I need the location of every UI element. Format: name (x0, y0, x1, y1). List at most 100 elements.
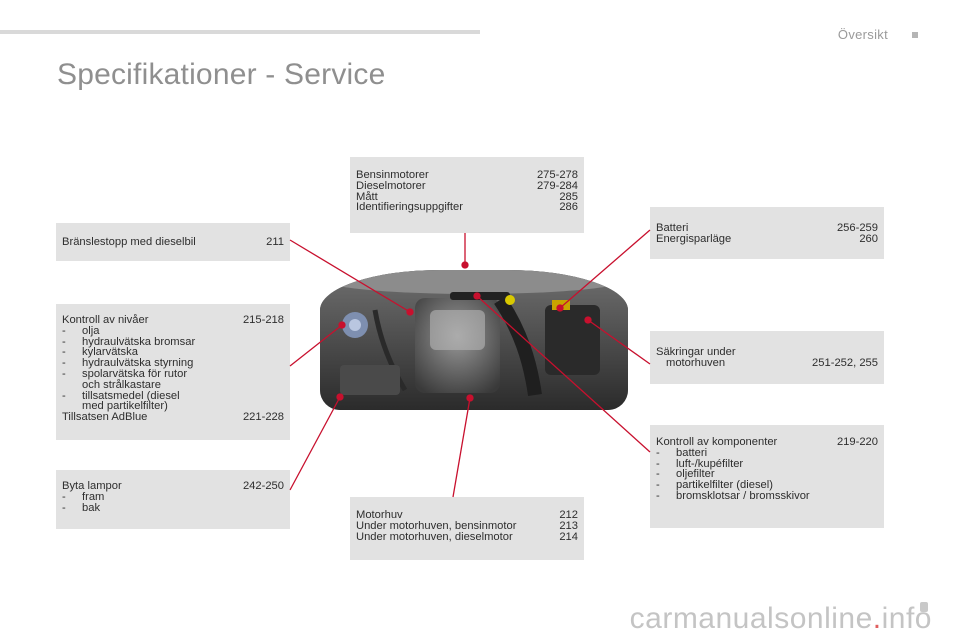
lamps-heading-row: Byta lampor 242-250 (62, 481, 284, 492)
fuses-line1: Säkringar under (656, 346, 736, 358)
components-page: 219-220 (836, 436, 878, 448)
header-rule (0, 30, 480, 34)
list-item-label: fram (82, 490, 105, 503)
hood-row: Under motorhuven, dieselmotor 214 (356, 530, 578, 543)
lamps-page: 242-250 (242, 480, 284, 492)
adblue-row: Tillsatsen AdBlue 221-228 (62, 412, 284, 423)
lamps-heading: Byta lampor (62, 480, 122, 492)
leader-dot (461, 261, 469, 269)
dash: - (62, 367, 66, 380)
hood-label: Under motorhuven, dieselmotor (356, 530, 513, 543)
spec-label: Bensinmotorer (356, 169, 429, 181)
battery-box: Batteri 256-259 Energisparläge 260 (650, 207, 884, 259)
levels-heading: Kontroll av nivåer (62, 314, 149, 326)
dash: - (62, 501, 66, 514)
battery-row: Batteri 256-259 (656, 223, 878, 234)
list-item-continuation: med partikelfilter) (82, 400, 168, 413)
list-item: - luft-/kupéfilter (656, 457, 878, 470)
list-item-label: spolarvätska för rutor (82, 367, 188, 380)
fuel-page: 211 (266, 236, 284, 248)
spec-page: 286 (559, 201, 578, 214)
list-item: - hydraulvätska bromsar (62, 335, 284, 348)
hood-label: Motorhuv (356, 509, 403, 521)
list-item: -bak (62, 501, 284, 514)
dash: - (62, 324, 66, 337)
components-heading-row: Kontroll av komponenter 219-220 (656, 437, 878, 448)
battery-page: 260 (859, 232, 878, 245)
adblue-label: Tillsatsen AdBlue (62, 411, 148, 424)
spec-label: Dieselmotorer (356, 179, 426, 192)
dash: - (656, 489, 660, 502)
list-item: - bromsklotsar / bromsskivor (656, 489, 878, 502)
page-title: Specifikationer - Service (57, 58, 386, 91)
list-item: -hydraulvätska styrning (62, 358, 284, 369)
hood-page: 213 (559, 519, 578, 532)
list-item-label: oljefilter (676, 468, 715, 481)
spec-page: 275-278 (536, 169, 578, 181)
list-item: - tillsatsmedel (diesel (62, 389, 284, 402)
list-item-label: tillsatsmedel (diesel (82, 389, 180, 402)
list-item-label: kylarvätska (82, 346, 138, 359)
components-heading: Kontroll av komponenter (656, 436, 778, 448)
fuses-row: motorhuven 251-252, 255 (656, 356, 878, 369)
hood-page: 214 (559, 530, 578, 543)
spec-row: Bensinmotorer 275-278 (356, 170, 578, 181)
fuel-stop-box: Bränslestopp med dieselbil 211 (56, 223, 290, 261)
dash: - (656, 468, 660, 481)
fuses-box: Säkringar under motorhuven 251-252, 255 (650, 331, 884, 384)
spec-row: Dieselmotorer 279-284 (356, 179, 578, 192)
engine-specs-box: Bensinmotorer 275-278 Dieselmotorer 279-28… (350, 157, 584, 233)
dash: - (62, 346, 66, 359)
fuses-line2: motorhuven (666, 356, 726, 369)
engine-bay-photo (320, 270, 628, 410)
dash: - (656, 457, 660, 470)
battery-page: 256-259 (836, 222, 878, 234)
dash: - (656, 446, 660, 459)
spec-page: 279-284 (536, 179, 578, 192)
list-item: - olja (62, 324, 284, 337)
hood-row: Under motorhuven, bensinmotor 213 (356, 519, 578, 532)
page-number-marker (920, 602, 928, 612)
dash: - (656, 479, 660, 492)
list-item-label: hydraulvätska bromsar (82, 335, 196, 348)
spec-row: Identifieringsuppgifter 286 (356, 202, 578, 213)
list-item: -fram (62, 490, 284, 503)
spec-row: Mått 285 (356, 190, 578, 203)
list-item: - kylarvätska (62, 347, 284, 358)
engine-bay-illustration (320, 270, 628, 410)
watermark-text: carmanualsonline (629, 602, 873, 635)
adblue-page: 221-228 (242, 411, 284, 424)
spec-label: Mått (356, 190, 378, 203)
battery-row: Energisparläge 260 (656, 232, 878, 245)
fuses-page: 251-252, 255 (812, 356, 878, 369)
battery-label: Batteri (656, 222, 689, 234)
list-item-label: luft-/kupéfilter (676, 457, 744, 470)
hood-row: Motorhuv 212 (356, 510, 578, 521)
list-item: -batteri (656, 446, 878, 459)
list-item-label: bromsklotsar / bromsskivor (676, 489, 810, 502)
fuel-row: Bränslestopp med dieselbil 211 (62, 237, 284, 248)
leader-lamps (289, 396, 341, 491)
list-item: - spolarvätska för rutor (62, 367, 284, 380)
list-item: - oljefilter (656, 469, 878, 480)
spec-page: 285 (559, 190, 578, 203)
levels-heading-row: Kontroll av nivåer 215-218 (62, 315, 284, 326)
list-item-label: hydraulvätska styrning (82, 357, 194, 370)
hood-page: 212 (559, 509, 578, 521)
watermark-dot: . (872, 602, 882, 635)
watermark: carmanualsonline.info (630, 602, 932, 636)
list-item-label: olja (82, 324, 100, 337)
spec-label: Identifieringsuppgifter (356, 201, 463, 214)
battery-label: Energisparläge (656, 232, 732, 245)
dash: - (62, 335, 66, 348)
section-marker (912, 32, 918, 38)
fuel-label: Bränslestopp med dieselbil (62, 236, 196, 248)
levels-page: 215-218 (242, 314, 284, 326)
hood-label: Under motorhuven, bensinmotor (356, 519, 517, 532)
dash: - (62, 389, 66, 402)
watermark-tld: info (881, 602, 932, 635)
hood-box: Motorhuv 212 Under motorhuven, bensinmoto… (350, 497, 584, 560)
